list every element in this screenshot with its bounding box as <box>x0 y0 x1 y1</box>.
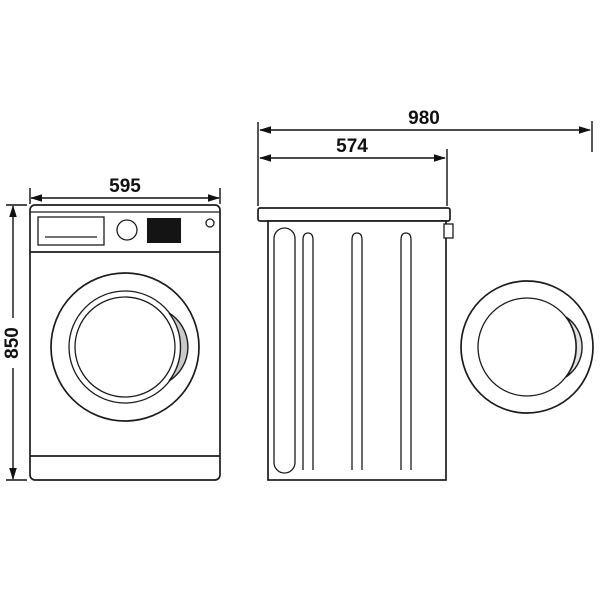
worktop <box>257 207 451 222</box>
side-body <box>267 220 447 481</box>
door-handle <box>168 312 189 382</box>
open-door-outer-ring <box>460 280 594 414</box>
power-indicator <box>205 218 215 228</box>
side-view <box>257 207 594 481</box>
front-edge-profile <box>273 227 296 474</box>
total-depth-dimension-label: 980 <box>408 108 440 129</box>
door-inner-ring <box>68 290 182 404</box>
program-knob <box>116 219 138 241</box>
depth-dimension-label: 574 <box>336 136 368 157</box>
open-door-handle <box>565 316 583 378</box>
display-screen <box>147 218 181 243</box>
panel-groove <box>400 232 412 470</box>
front-view <box>29 204 221 481</box>
door-glass <box>74 296 176 398</box>
width-dimension-label: 595 <box>109 176 141 197</box>
door-hinge <box>443 223 454 239</box>
panel-groove <box>302 232 314 470</box>
panel-groove <box>351 232 363 470</box>
detergent-drawer <box>37 216 105 246</box>
dimensions: 595 850 980 574 <box>2 108 593 481</box>
height-dimension-label: 850 <box>2 327 23 359</box>
